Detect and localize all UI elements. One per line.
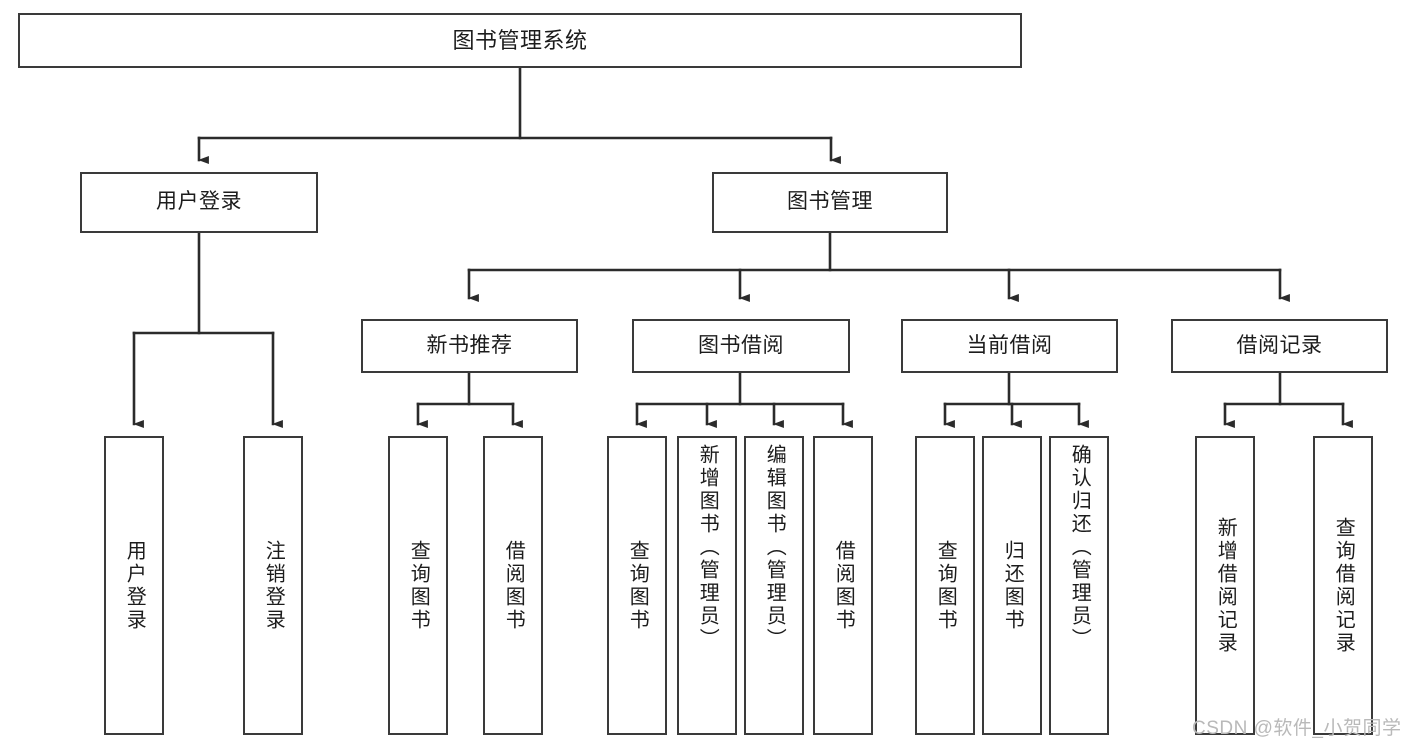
node-label: 用户登录: [156, 190, 242, 214]
node-label: 借阅图书: [832, 539, 855, 632]
node-label: 借阅图书: [502, 539, 525, 632]
node-current-borrow[interactable]: 当前借阅: [901, 319, 1118, 373]
leaf-query-book-current[interactable]: 查询图书: [915, 436, 975, 735]
node-label: 借阅记录: [1236, 333, 1323, 357]
node-label: 查询图书: [934, 539, 957, 632]
leaf-edit-book-admin[interactable]: 编辑图书（管理员）: [744, 436, 804, 735]
leaf-return-book[interactable]: 归还图书: [982, 436, 1042, 735]
node-label: 图书管理: [787, 190, 873, 214]
node-label: 新增借阅记录: [1214, 516, 1237, 655]
leaf-add-book-admin[interactable]: 新增图书（管理员）: [677, 436, 737, 735]
node-label: 查询图书: [407, 539, 430, 632]
leaf-query-book-borrow[interactable]: 查询图书: [607, 436, 667, 735]
node-label: 归还图书: [1001, 539, 1024, 632]
leaf-logout[interactable]: 注销登录: [243, 436, 303, 735]
leaf-query-borrow-record[interactable]: 查询借阅记录: [1313, 436, 1373, 735]
node-label: 当前借阅: [966, 333, 1053, 357]
leaf-confirm-return-admin[interactable]: 确认归还（管理员）: [1049, 436, 1109, 735]
node-label: 查询图书: [626, 539, 649, 632]
node-label: 编辑图书（管理员）: [763, 444, 786, 651]
node-label: 新增图书（管理员）: [696, 444, 719, 651]
node-user-login[interactable]: 用户登录: [80, 172, 318, 233]
leaf-add-borrow-record[interactable]: 新增借阅记录: [1195, 436, 1255, 735]
node-book-management[interactable]: 图书管理: [712, 172, 948, 233]
node-label: 图书借阅: [698, 333, 784, 357]
node-label: 新书推荐: [426, 333, 513, 357]
leaf-borrow-book[interactable]: 借阅图书: [813, 436, 873, 735]
node-label: 确认归还（管理员）: [1068, 444, 1091, 651]
leaf-user-login[interactable]: 用户登录: [104, 436, 164, 735]
watermark-text: CSDN @软件_小贺同学: [1192, 718, 1402, 739]
node-label: 注销登录: [262, 539, 285, 632]
node-new-book-recommend[interactable]: 新书推荐: [361, 319, 578, 373]
node-book-borrow[interactable]: 图书借阅: [632, 319, 850, 373]
leaf-borrow-book-recommend[interactable]: 借阅图书: [483, 436, 543, 735]
node-root-system[interactable]: 图书管理系统: [18, 13, 1022, 68]
node-label: 图书管理系统: [452, 27, 588, 53]
leaf-query-book-recommend[interactable]: 查询图书: [388, 436, 448, 735]
node-borrow-records[interactable]: 借阅记录: [1171, 319, 1388, 373]
node-label: 用户登录: [123, 539, 146, 632]
node-label: 查询借阅记录: [1332, 516, 1355, 655]
